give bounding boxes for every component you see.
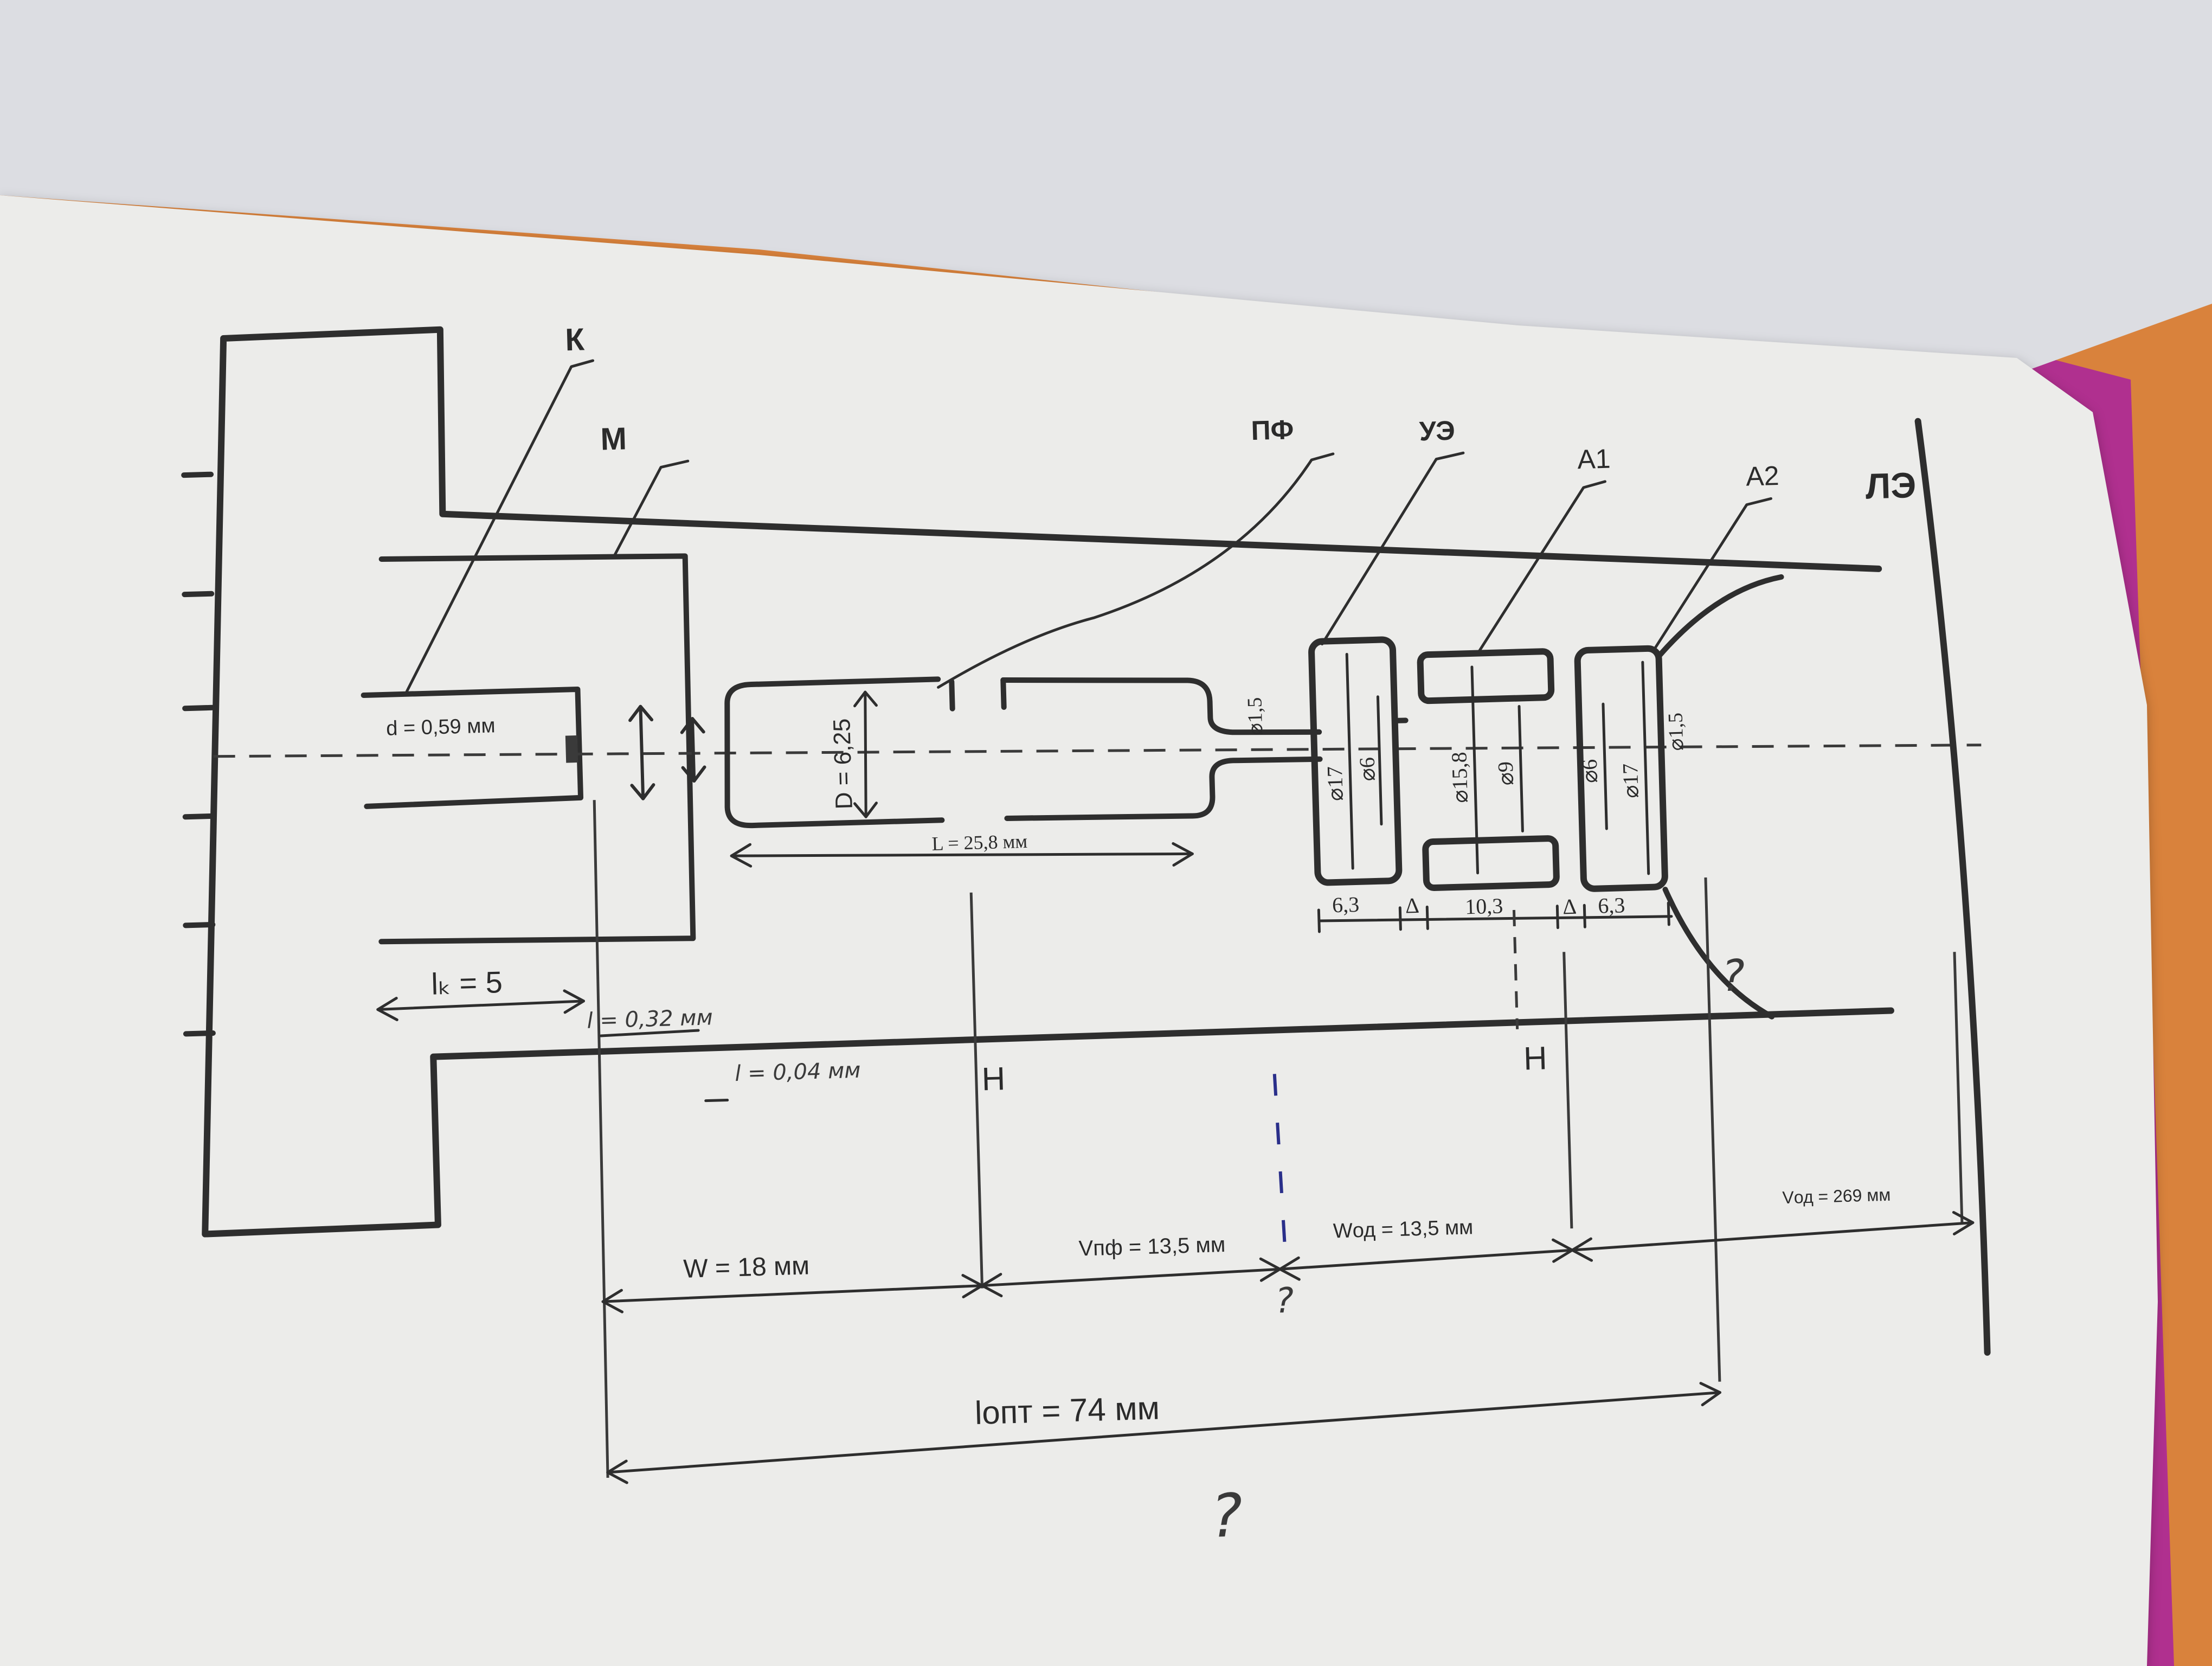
diameter-arrows	[1345, 652, 1650, 875]
upper-sheet	[0, 0, 2212, 374]
dim-w18: W = 18 мм	[683, 1251, 810, 1283]
handwritten-question-1: ?	[1721, 950, 1746, 1001]
modulator-cup	[378, 553, 696, 945]
aperture-arrows	[628, 704, 706, 800]
dim-phi15b: ⌀1,5	[1664, 712, 1688, 751]
cathode-tip	[565, 735, 578, 763]
handwritten-question-3: ?	[1210, 1481, 1244, 1551]
dim-d-label: D = 6,25	[828, 718, 858, 810]
label-le: ЛЭ	[1865, 465, 1917, 507]
bottom-dim-lines	[601, 1210, 1975, 1484]
handwritten-question-2: ?	[1275, 1281, 1294, 1322]
anode-1-top	[1417, 648, 1555, 704]
dim-d-arrow	[853, 690, 878, 818]
dim-d-main: d = 0,59 мм	[386, 714, 496, 740]
label-pf: ПФ	[1251, 414, 1294, 446]
flare-curve	[1656, 574, 1784, 1020]
control-electrode	[1308, 636, 1403, 886]
label-k: К	[565, 322, 586, 357]
label-m: М	[600, 421, 627, 457]
dim-l004: l = 0,04 мм	[735, 1058, 861, 1086]
ue-neck-top	[1392, 717, 1409, 723]
dim-phi6a: ⌀6	[1355, 757, 1380, 781]
optical-axis	[213, 744, 1982, 758]
left-tick-marks	[181, 471, 216, 1037]
dim-l032: l = 0,32 мм	[587, 1005, 713, 1033]
dim-phi9: ⌀9	[1493, 761, 1518, 786]
dim-phi158: ⌀15,8	[1446, 752, 1472, 803]
anode-2	[1574, 645, 1668, 892]
dim-vod: Vод = 269 мм	[1782, 1185, 1891, 1208]
prefocus-electrode	[724, 676, 1323, 829]
main-page	[0, 195, 2158, 1666]
dim-lopt: lопт = 74 мм	[974, 1390, 1160, 1431]
extension-lines	[593, 800, 1964, 1478]
dim-w103: 10,3	[1465, 893, 1503, 919]
prefocus-stub-b	[1000, 677, 1007, 710]
dim-delta-a: Δ	[1405, 893, 1420, 918]
dim-h-right: H	[1523, 1040, 1547, 1077]
dim-h-left: H	[981, 1060, 1006, 1097]
cathode	[361, 686, 584, 809]
leader-lines	[405, 359, 1772, 693]
anode-1-bottom	[1422, 835, 1560, 892]
lens-width-dims	[1317, 901, 1673, 933]
dim-wod: Wод = 13,5 мм	[1333, 1216, 1473, 1242]
dim-vpf: Vпф = 13,5 мм	[1078, 1233, 1226, 1261]
dim-l-arrow	[730, 842, 1194, 868]
dim-delta-b: Δ	[1562, 894, 1577, 919]
dim-phi6b: ⌀6	[1577, 759, 1602, 783]
label-a2: А2	[1746, 460, 1780, 492]
prefocus-stub-a	[949, 678, 955, 712]
dim-w63a: 6,3	[1332, 892, 1359, 917]
housing-outline	[202, 326, 1894, 1238]
dim-w63b: 6,3	[1598, 893, 1625, 918]
dim-phi17a: ⌀17	[1322, 766, 1348, 801]
small-left-dims	[376, 989, 729, 1103]
screen-le	[1914, 418, 1991, 1356]
dim-l-label: L = 25,8 мм	[931, 830, 1028, 855]
diagram: D = 6,25 L = 25,8 мм	[181, 322, 1991, 1551]
dim-phi15a: ⌀1,5	[1243, 697, 1267, 736]
dim-phi17b: ⌀17	[1618, 763, 1643, 798]
label-a1: А1	[1577, 444, 1611, 475]
label-ue: УЭ	[1419, 415, 1456, 447]
dim-lk: lₖ = 5	[431, 965, 503, 1001]
